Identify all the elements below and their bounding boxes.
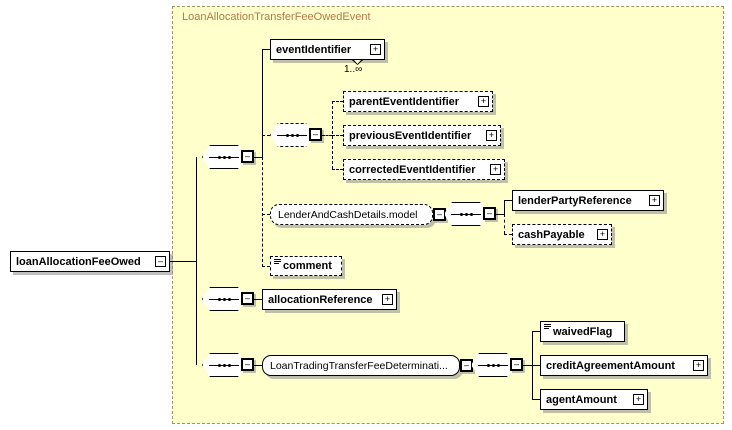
connector-to-agentAmount [532,399,540,400]
sequence-dots-lender [445,212,487,217]
main-spine [196,157,197,365]
element-eventIdentifier[interactable]: eventIdentifier + [270,39,385,60]
element-creditAgreementAmount-label: creditAgreementAmount [546,359,675,372]
element-agentAmount[interactable]: agentAmount + [540,389,648,410]
correctedEventIdentifier-toggle-icon[interactable]: + [490,164,501,175]
cashPayable-toggle-icon[interactable]: + [597,229,608,240]
lenderAndCashDetails-toggle-icon[interactable]: – [433,208,446,221]
connector-fee-inner-out [523,365,532,366]
branch-spine-top-dashed [262,157,263,267]
sequence-top-toggle-icon[interactable]: – [241,150,254,163]
connector-to-eventIdentifier [262,49,270,50]
eventIdentifier-toggle-icon[interactable]: + [370,44,381,55]
root-element-label: loanAllocationFeeOwed [16,255,141,268]
connector-seq-allocation-out [254,299,262,300]
sequence-fee-inner-toggle-icon[interactable]: – [510,358,523,371]
sequence-node-allocation[interactable] [202,287,246,311]
element-parentEventIdentifier-label: parentEventIdentifier [349,95,460,108]
connector-to-inner-sequence [262,135,270,136]
element-allocationReference[interactable]: allocationReference + [262,289,397,310]
sequence-dots-inner [271,133,313,138]
element-lenderPartyReference-label: lenderPartyReference [518,194,632,207]
root-toggle-icon[interactable]: – [155,256,166,267]
connector-to-cashPayable [504,234,512,235]
allocationReference-toggle-icon[interactable]: + [382,294,393,305]
sequence-dots-allocation [203,297,245,302]
element-agentAmount-label: agentAmount [546,393,617,406]
event-group-title: LoanAllocationTransferFeeOwedEvent [182,11,371,23]
connector-to-previousEventIdentifier [332,135,343,136]
element-comment[interactable]: comment [270,256,342,276]
connector-seqtop-out [254,157,262,158]
element-correctedEventIdentifier[interactable]: correctedEventIdentifier + [343,159,505,180]
element-allocationReference-label: allocationReference [268,293,373,306]
element-cashPayable-label: cashPayable [518,228,585,241]
sequence-dots-fee [203,363,245,368]
creditAgreementAmount-toggle-icon[interactable]: + [693,360,704,371]
sequence-node-fee-inner[interactable] [471,353,515,377]
sequence-dots-fee-inner [472,363,514,368]
previousEventIdentifier-toggle-icon[interactable]: + [486,130,497,141]
lender-branch-spine-solid [504,200,505,215]
element-lenderPartyReference[interactable]: lenderPartyReference + [512,190,664,211]
connector-to-comment [262,266,270,267]
LoanTradingTransferFeeDetermination-toggle-icon[interactable]: – [460,359,473,372]
element-correctedEventIdentifier-label: correctedEventIdentifier [349,163,476,176]
sequence-fee-toggle-icon[interactable]: – [241,358,254,371]
sequence-node-fee[interactable] [202,353,246,377]
agentAmount-toggle-icon[interactable]: + [633,394,644,405]
connector-to-correctedEventIdentifier [332,169,343,170]
root-element-loanAllocationFeeOwed[interactable]: loanAllocationFeeOwed – [10,251,170,272]
element-cashPayable[interactable]: cashPayable + [512,224,612,245]
parentEventIdentifier-toggle-icon[interactable]: + [478,96,489,107]
lender-branch-spine-dashed [504,214,505,234]
element-waivedFlag[interactable]: waivedFlag [540,321,625,342]
element-previousEventIdentifier-label: previousEventIdentifier [349,129,472,142]
connector-inner-seq-out [322,135,332,136]
sequence-allocation-toggle-icon[interactable]: – [241,292,254,305]
connector-to-parentEventIdentifier [332,101,343,102]
element-parentEventIdentifier[interactable]: parentEventIdentifier + [343,91,493,112]
sequence-node-inner[interactable] [270,123,314,147]
lenderPartyReference-toggle-icon[interactable]: + [649,195,660,206]
sequence-lender-toggle-icon[interactable]: – [483,207,496,220]
element-creditAgreementAmount[interactable]: creditAgreementAmount + [540,355,708,376]
element-comment-label: comment [283,260,332,272]
sequence-inner-toggle-icon[interactable]: – [309,128,322,141]
connector-seq-fee-out [254,365,262,366]
connector-to-creditAgreementAmount [532,365,540,366]
element-previousEventIdentifier[interactable]: previousEventIdentifier + [343,125,501,146]
sequence-node-top[interactable] [202,145,246,169]
element-LoanTradingTransferFeeDetermination-label: LoanTradingTransferFeeDeterminati... [270,359,448,372]
element-LoanTradingTransferFeeDetermination[interactable]: LoanTradingTransferFeeDeterminati... [262,355,460,376]
connector-lender-seq-out [496,214,504,215]
element-waivedFlag-label: waivedFlag [553,325,613,338]
connector-root-to-main [170,261,196,262]
simple-type-lines-icon-waivedFlag [544,324,551,330]
sequence-node-lender[interactable] [444,202,488,226]
connector-to-lenderAndCashDetails [262,214,270,215]
eventIdentifier-cardinality: 1..∞ [344,64,363,75]
simple-type-lines-icon-comment [274,259,281,265]
element-LenderAndCashDetails-model-label: LenderAndCashDetails.model [278,208,418,221]
element-LenderAndCashDetails-model[interactable]: LenderAndCashDetails.model [270,204,433,225]
branch-spine-top-solid [262,49,263,158]
connector-to-waivedFlag [532,331,540,332]
element-eventIdentifier-label: eventIdentifier [276,43,352,56]
sequence-dots-top [203,155,245,160]
connector-to-lenderPartyReference [504,200,512,201]
